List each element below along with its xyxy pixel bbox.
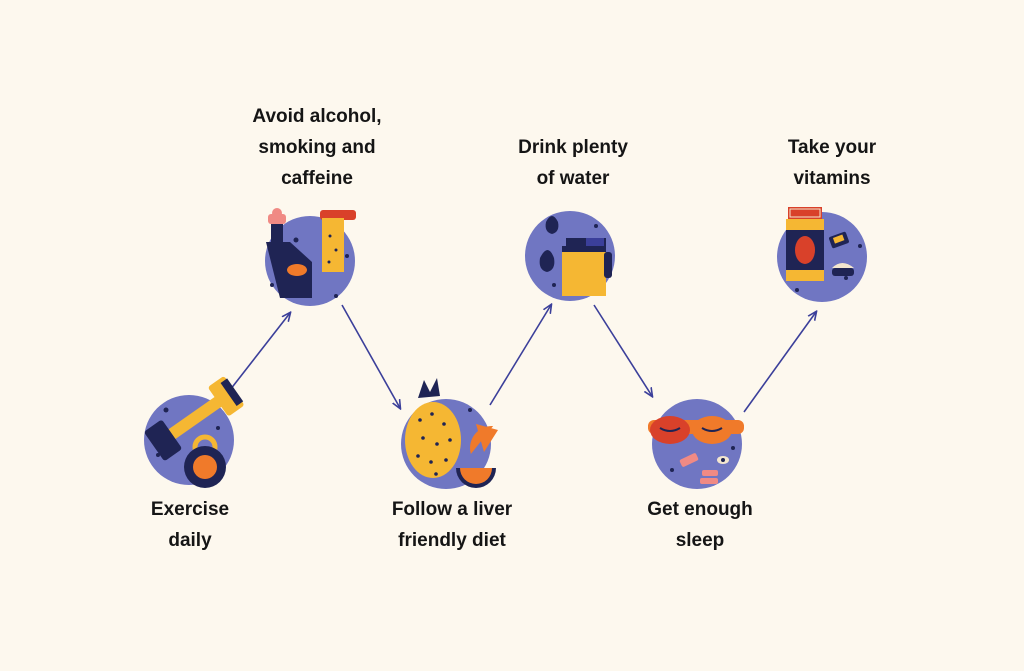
pineapple-orange-icon: [401, 378, 498, 489]
arrow-1-to-2: [229, 313, 290, 391]
dumbbell-kettlebell-icon: [144, 376, 244, 488]
sleep-mask-icon: [648, 399, 744, 489]
bottle-cigarette-icon: [265, 208, 356, 306]
arrow-5-to-6: [743, 312, 816, 413]
water-jug-icon: [525, 211, 615, 301]
arrow-4-to-5: [593, 304, 652, 396]
step-label-exercise: Exercise daily: [150, 499, 230, 551]
step-label-water: Drink plenty of water: [518, 137, 628, 189]
arrow-2-to-3: [341, 304, 400, 408]
connector-arrows: [229, 304, 816, 413]
step-label-diet: Follow a liver friendly diet: [391, 499, 513, 551]
step-label-avoid-substances: Avoid alcohol, smoking and caffeine: [252, 106, 382, 189]
arrow-3-to-4: [489, 305, 551, 406]
step-label-vitamins: Take your vitamins: [787, 137, 877, 189]
step-label-sleep: Get enough sleep: [647, 499, 753, 551]
vitamin-jar-icon: [777, 207, 867, 302]
